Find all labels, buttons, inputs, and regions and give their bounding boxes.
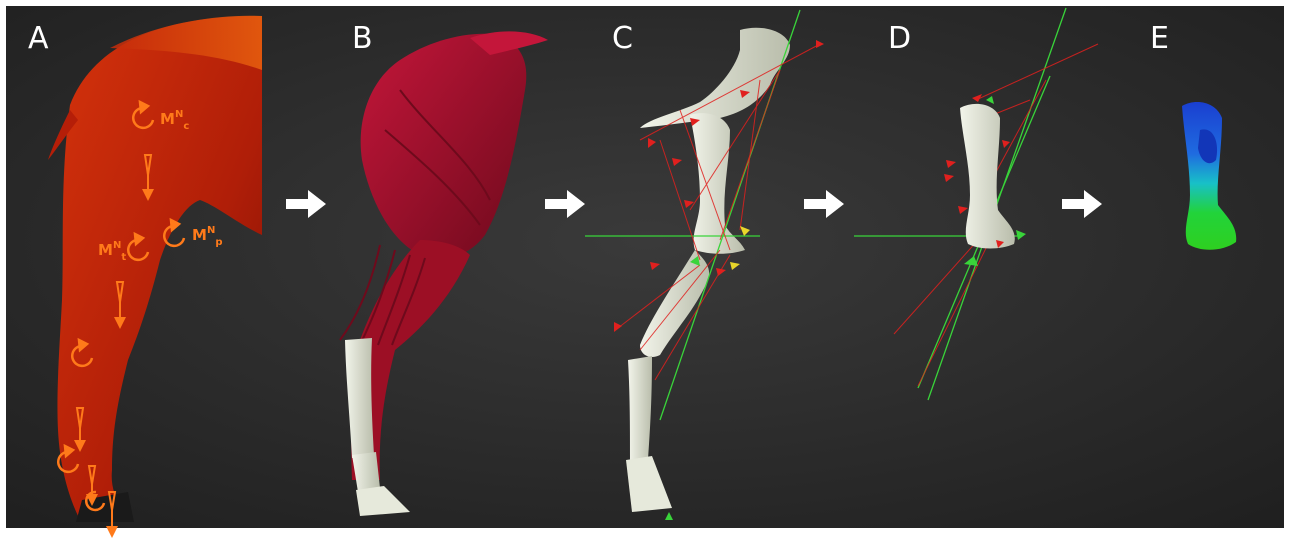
- panel-letter-a: A: [28, 21, 49, 56]
- panel-letter-e: E: [1150, 21, 1169, 56]
- bone-cannon: [628, 356, 652, 462]
- panel-letter-b: B: [352, 21, 373, 56]
- panel-letter-d: D: [888, 21, 911, 56]
- panel-letter-c: C: [612, 21, 633, 56]
